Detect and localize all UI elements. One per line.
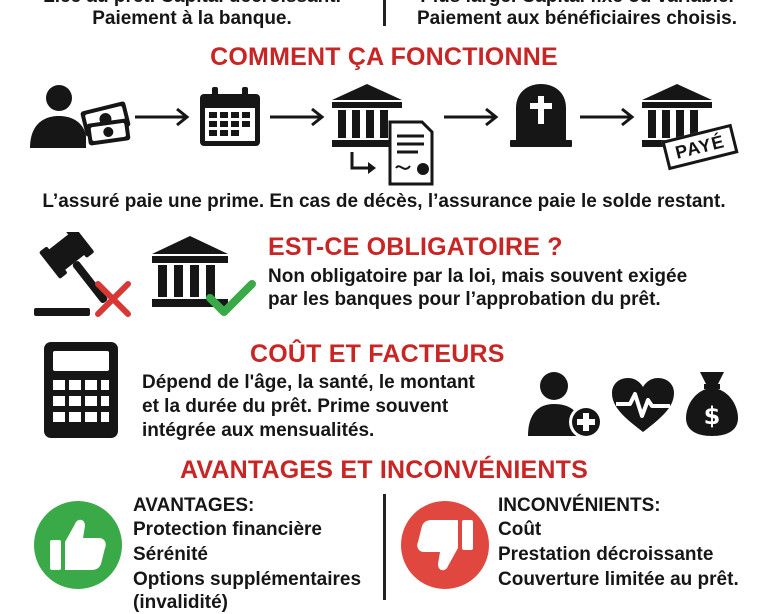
how-it-works-caption: L’assuré paie une prime. En cas de décès…	[42, 191, 726, 212]
pros-item: Sérénité	[133, 544, 208, 565]
arrow-right-icon	[442, 107, 500, 127]
gavel-cross-icon	[30, 232, 136, 322]
person-plus-icon	[526, 370, 604, 440]
cost-line-3: intégrée aux mensualités.	[142, 420, 375, 441]
svg-text:$: $	[704, 402, 721, 430]
pros-cons-divider	[383, 494, 386, 600]
arrow-right-icon	[578, 107, 636, 127]
cons-item: Couverture limitée au prêt.	[498, 569, 739, 590]
heart-pulse-icon	[610, 376, 676, 434]
person-paying-icon	[28, 82, 132, 154]
bank-check-icon	[152, 234, 258, 324]
top-right-cut-line: Plus large. Capital fixe ou variable.	[386, 0, 768, 8]
thumbs-up-icon	[33, 500, 123, 590]
top-left-cut-line: Liée au prêt. Capital décroissant.	[0, 0, 384, 8]
arrow-right-icon	[268, 107, 326, 127]
mandatory-line-1: Non obligatoire par la loi, mais souvent…	[268, 266, 688, 287]
pros-item: (invalidité)	[133, 592, 229, 613]
cons-header: INCONVÉNIENTS:	[498, 495, 661, 516]
calculator-icon	[44, 342, 118, 438]
cost-line-1: Dépend de l'âge, la santé, le montant	[142, 372, 475, 393]
mandatory-line-2: par les banques pour l’approbation du pr…	[268, 289, 661, 310]
mandatory-title: EST-CE OBLIGATOIRE ?	[268, 233, 563, 261]
how-it-works-title: COMMENT ÇA FONCTIONNE	[210, 43, 558, 71]
top-divider	[383, 0, 386, 26]
arrow-right-icon	[133, 107, 191, 127]
cons-item: Coût	[498, 519, 542, 540]
top-right-line: Paiement aux bénéficiaires choisis.	[417, 8, 737, 29]
top-left-line: Paiement à la banque.	[92, 8, 292, 29]
pros-item: Protection financière	[133, 519, 322, 540]
bank-contract-icon	[332, 82, 438, 186]
pros-header: AVANTAGES:	[133, 495, 255, 516]
cons-item: Prestation décroissante	[498, 544, 714, 565]
tombstone-icon	[508, 82, 574, 148]
cost-line-2: et la durée du prêt. Prime souvent	[142, 396, 449, 417]
cost-title: COÛT ET FACTEURS	[250, 340, 505, 368]
calendar-icon	[198, 86, 262, 148]
thumbs-down-icon	[400, 500, 490, 590]
pros-cons-title: AVANTAGES ET INCONVÉNIENTS	[179, 456, 588, 484]
pros-item: Options supplémentaires	[133, 569, 362, 590]
money-bag-icon: $	[684, 370, 740, 438]
